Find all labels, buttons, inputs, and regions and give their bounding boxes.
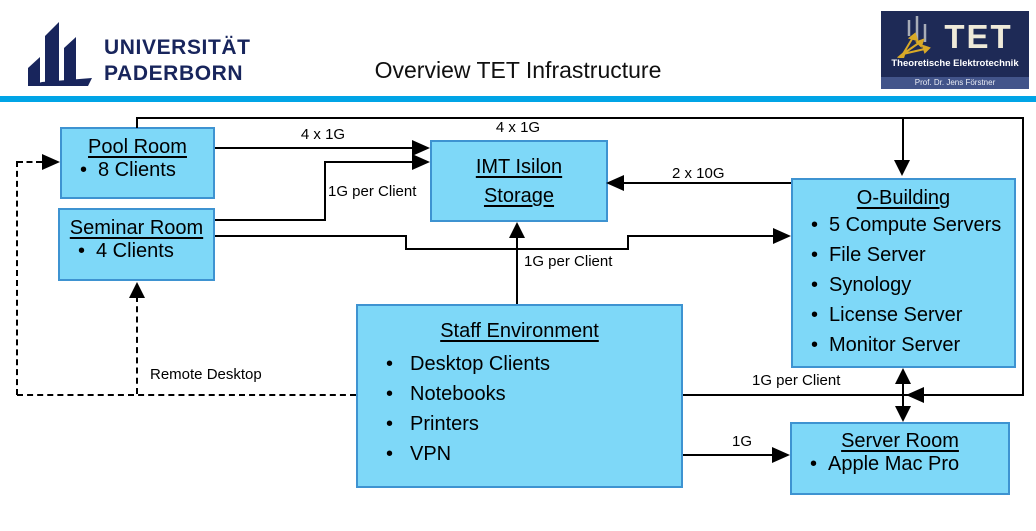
connector-seminar-to-obuilding-h3 — [627, 235, 773, 237]
connector-top-ring — [136, 117, 1024, 119]
arrowhead-into-seminar-bottom — [129, 282, 145, 298]
university-paderborn-logo-icon — [28, 22, 92, 86]
tet-logo-professor: Prof. Dr. Jens Förstner — [881, 77, 1029, 89]
arrowhead-into-imt-1 — [412, 140, 430, 156]
node-title-line1: IMT Isilon — [475, 156, 563, 178]
upb-logo-line1: UNIVERSITÄT — [104, 36, 251, 59]
connector-staff-to-server — [683, 454, 772, 456]
arrowhead-into-obuilding-left — [773, 228, 791, 244]
arrowhead-into-pool-left — [42, 154, 60, 170]
edge-label-staff-to-imt: 1G per Client — [524, 253, 613, 270]
node-item: 5 Compute Servers — [793, 210, 1014, 240]
dashed-remote-desktop-v — [16, 161, 18, 395]
arrowhead-into-imt-right — [606, 175, 624, 191]
node-title: Staff Environment — [440, 320, 599, 342]
node-item: VPN — [358, 439, 681, 469]
arrowhead-into-imt-bottom — [509, 222, 525, 238]
connector-seminar-to-imt-v — [324, 161, 326, 221]
node-item: License Server — [793, 300, 1014, 330]
node-o-building: O-Building 5 Compute Servers File Server… — [791, 178, 1016, 368]
node-item: Desktop Clients — [358, 349, 681, 379]
tet-logo-subtitle: Theoretische Elektrotechnik — [891, 58, 1019, 69]
node-item: Apple Mac Pro — [792, 453, 1008, 476]
node-title: Server Room — [841, 430, 959, 452]
node-item: File Server — [793, 240, 1014, 270]
node-item: Notebooks — [358, 379, 681, 409]
node-title: Seminar Room — [69, 217, 204, 239]
node-pool-room: Pool Room 8 Clients — [60, 127, 215, 199]
university-paderborn-logo-text: UNIVERSITÄT PADERBORN — [104, 35, 251, 87]
connector-seminar-to-imt-h2 — [324, 161, 412, 163]
node-item: Monitor Server — [793, 330, 1014, 360]
connector-obuilding-server — [902, 382, 904, 408]
dashed-into-seminar-v — [136, 296, 138, 394]
edge-label-staff-to-server: 1G — [731, 433, 752, 450]
edge-label-top-ring: 4 x 1G — [495, 119, 541, 136]
arrowhead-into-obuilding-server-link — [906, 387, 924, 403]
connector-seminar-to-imt-h1 — [215, 219, 325, 221]
connector-right-ring — [1022, 117, 1024, 396]
node-seminar-room: Seminar Room 4 Clients — [58, 208, 215, 281]
connector-staff-to-obuilding-link — [683, 394, 1024, 396]
arrowhead-into-obuilding-bottom — [895, 368, 911, 384]
tet-antenna-icon — [897, 16, 932, 58]
connector-obuilding-to-imt — [624, 182, 791, 184]
edge-label-seminar-to-imt: 1G per Client — [328, 183, 417, 200]
tet-logo-acronym: TET — [944, 17, 1013, 55]
upb-logo-line2: PADERBORN — [104, 62, 244, 85]
page-title: Overview TET Infrastructure — [374, 57, 662, 83]
edge-label-remote-desktop: Remote Desktop — [150, 366, 262, 383]
edge-label-obuilding-to-imt: 2 x 10G — [672, 165, 725, 182]
node-item: 8 Clients — [62, 159, 213, 182]
tet-logo: TET Theoretische Elektrotechnik Prof. Dr… — [881, 11, 1029, 89]
node-title-line2: Storage — [483, 185, 555, 207]
connector-pool-top-stub — [136, 118, 138, 128]
arrowhead-into-imt-2 — [412, 154, 430, 170]
edge-label-staff-to-obuilding: 1G per Client — [752, 372, 841, 389]
node-title: O-Building — [856, 187, 951, 209]
connector-seminar-to-obuilding-v2 — [627, 236, 629, 250]
node-server-room: Server Room Apple Mac Pro — [790, 422, 1010, 495]
arrowhead-into-server-top — [895, 406, 911, 422]
node-staff-environment: Staff Environment Desktop Clients Notebo… — [356, 304, 683, 488]
connector-pool-to-imt — [215, 147, 412, 149]
node-item: Printers — [358, 409, 681, 439]
node-item: Synology — [793, 270, 1014, 300]
connector-staff-to-imt — [516, 236, 518, 304]
header-divider — [0, 96, 1036, 102]
edge-label-pool-to-imt: 4 x 1G — [300, 126, 346, 143]
connector-seminar-to-obuilding-h1 — [215, 235, 407, 237]
node-item: 4 Clients — [60, 240, 213, 263]
dashed-remote-desktop-h — [17, 394, 356, 396]
arrowhead-into-obuilding-top — [894, 160, 910, 176]
connector-top-to-obuilding — [902, 117, 904, 161]
dashed-into-pool-h — [17, 161, 42, 163]
arrowhead-into-server-left — [772, 447, 790, 463]
tet-logo-top: TET — [881, 11, 1029, 58]
node-title: Pool Room — [88, 136, 187, 158]
node-imt-isilon-storage: IMT Isilon Storage — [430, 140, 608, 222]
connector-seminar-to-obuilding-v1 — [405, 235, 407, 250]
